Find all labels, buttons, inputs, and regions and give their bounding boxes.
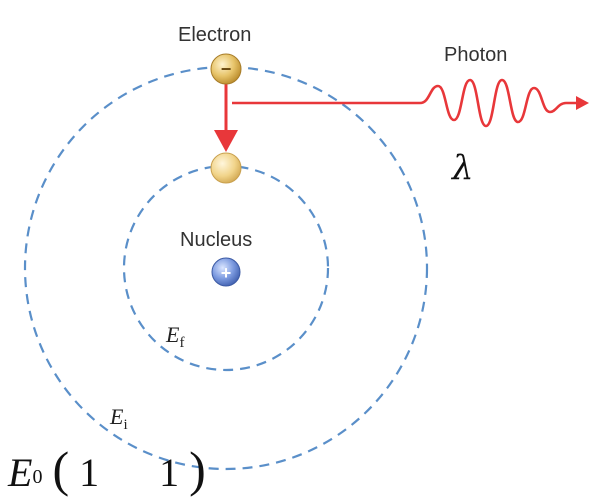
photon-arrowhead	[576, 96, 589, 110]
final-energy-symbol: E	[166, 322, 179, 347]
initial-energy-label: Ei	[110, 404, 128, 434]
formula-numerator-1: 1	[79, 450, 99, 495]
formula-left-paren: (	[52, 441, 69, 497]
final-energy-subscript: f	[179, 335, 184, 351]
transition-arrowhead	[214, 130, 238, 152]
photon-wave	[420, 80, 578, 126]
formula-symbol: E	[8, 450, 32, 495]
energy-formula-fragment: E0 ( 1 1 )	[8, 440, 206, 498]
formula-numerator-2: 1	[159, 450, 179, 495]
wavelength-symbol: λ	[452, 148, 474, 188]
nucleus-charge: +	[221, 263, 232, 283]
electron-final	[211, 153, 241, 183]
bohr-diagram: − + Electron Photon Nucleus λ Ef Ei E0 (…	[0, 0, 589, 485]
initial-energy-symbol: E	[110, 404, 123, 429]
electron-charge: −	[221, 59, 232, 79]
bohr-diagram-graphic: − +	[0, 0, 589, 485]
photon-label: Photon	[444, 44, 507, 67]
initial-energy-subscript: i	[123, 417, 127, 433]
electron-label: Electron	[178, 24, 251, 47]
nucleus-label: Nucleus	[180, 229, 252, 252]
final-energy-label: Ef	[166, 322, 184, 352]
formula-right-paren: )	[189, 441, 206, 497]
